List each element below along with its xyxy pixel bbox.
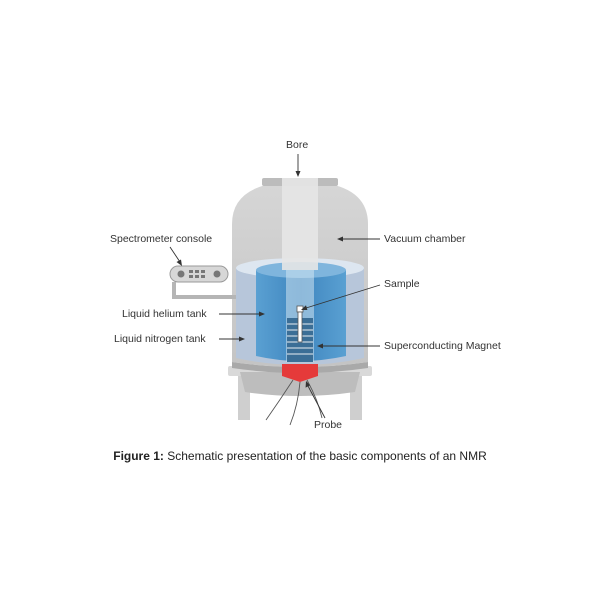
caption-prefix: Figure 1: (113, 449, 164, 463)
label-bore: Bore (286, 139, 309, 151)
label-vacuum-chamber: Vacuum chamber (384, 233, 466, 245)
probe (282, 364, 318, 382)
label-superconducting-magnet: Superconducting Magnet (384, 340, 501, 352)
figure-caption: Figure 1: Schematic presentation of the … (0, 449, 600, 463)
caption-text: Schematic presentation of the basic comp… (163, 449, 487, 463)
label-sample: Sample (384, 278, 420, 290)
spectrometer-console (169, 265, 236, 299)
probe-cables (265, 379, 323, 426)
label-liquid-helium-tank: Liquid helium tank (122, 308, 207, 320)
label-spectrometer-console: Spectrometer console (110, 233, 213, 245)
label-liquid-nitrogen-tank: Liquid nitrogen tank (114, 333, 206, 345)
sample-tube (296, 305, 304, 343)
label-probe: Probe (314, 419, 343, 431)
leader-lines (169, 154, 381, 419)
